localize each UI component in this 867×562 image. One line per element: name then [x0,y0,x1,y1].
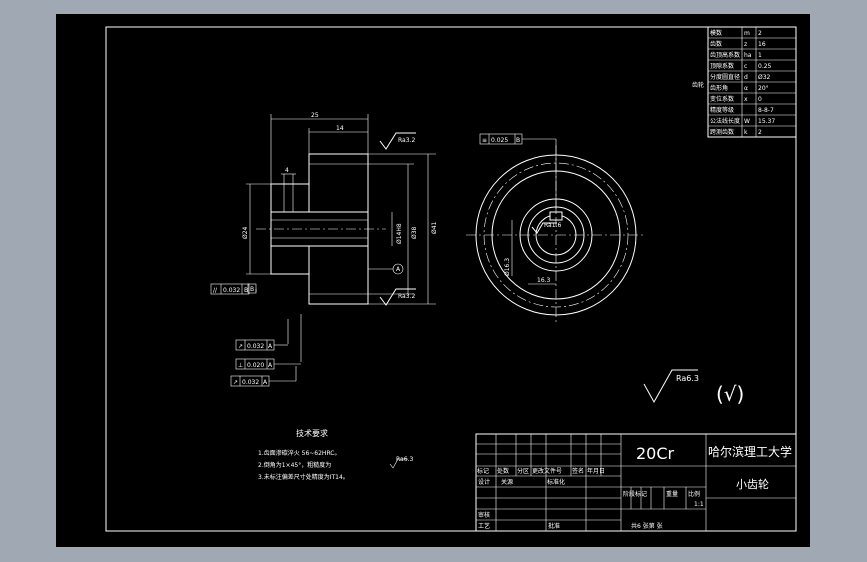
dim-bore-small: Ø16.3 [504,258,511,276]
drawing-canvas: 齿轮 25 14 Ø14H8 Ø38 Ø41 [105,26,797,532]
svg-text:⊥: ⊥ [238,362,243,369]
tech-title: 技术要求 [296,428,328,438]
gear-param-val: 2 [758,30,762,37]
svg-text:0.032: 0.032 [223,287,240,294]
section-view: 25 14 Ø14H8 Ø38 Ø41 Ø24 4 Ra3.2 Ra3.2 A [242,112,438,362]
gear-param-sym: x [744,96,748,103]
tb-school: 哈尔滨理工大学 [708,444,792,459]
gear-param-val: 1 [758,52,762,59]
rough-bottom: Ra3.2 [398,293,415,300]
gear-param-val: 8-8-7 [758,107,774,114]
title-block: 标记 处数 分区 更改文件号 签名 年月日 设计 关源 标准化 审核 工艺 批准… [475,433,797,532]
sym-tol-sym: ≡ [482,137,487,144]
tb-approve: 批准 [548,522,560,530]
gear-param-name: 精度等级 [710,106,734,114]
gear-param-sym: z [744,41,747,48]
dim-keyway-depth: 16.3 [537,277,551,284]
rev-h-3: 更改文件号 [532,467,562,475]
tb-standardize: 标准化 [547,478,565,486]
circular-view: ≡ 0.025 B Ø16.3 16.3 Ra1.6 [466,133,646,325]
rough-bore: Ra1.6 [544,222,561,229]
sym-tol-val: 0.025 [491,137,508,144]
dim-width-total: 25 [311,112,319,119]
tech-line-3: 3.未标注偏差尺寸处精度为IT14。 [258,473,349,481]
tb-process: 工艺 [478,522,490,530]
dim-root-dia: Ø38 [411,226,418,239]
svg-text:0.032: 0.032 [247,343,264,350]
inner-frame [105,26,797,532]
tech-line-1: 1.齿面渗碳淬火 56~62HRC。 [258,449,341,457]
tolerance-frame-runout-2: ⊥ 0.020 A [235,358,301,370]
tb-review: 审核 [478,511,490,519]
dim-keyway-w: 4 [285,167,289,174]
svg-text:↗: ↗ [238,343,243,350]
gear-param-name: 公法线长度 [710,117,740,125]
tb-weight: 重量 [666,490,678,498]
tb-material: 20Cr [636,444,675,463]
gear-param-name: 跨测齿数 [710,128,734,136]
gear-param-name: 齿数 [710,40,722,48]
tech-line-2: 2.倒角为1×45°，粗糙度为 [258,461,331,469]
datum-a-label: A [396,266,401,273]
dim-hub-dia: Ø24 [242,226,249,239]
tb-scale-val: 1:1 [694,501,704,508]
gear-parameter-table: 齿轮 [692,26,797,138]
tb-design-name: 关源 [501,478,513,486]
tb-part-name: 小齿轮 [736,477,769,491]
gear-param-val: 15.37 [758,118,775,125]
rev-h-5: 年月日 [587,467,605,475]
gear-param-sym: c [744,63,747,70]
drawing-sheet: 齿轮 25 14 Ø14H8 Ø38 Ø41 [56,14,810,547]
dim-tip-dia: Ø41 [431,221,438,234]
gear-param-name: 分度圆直径 [710,73,740,81]
rev-h-0: 标记 [477,467,489,475]
gear-param-val: 0.25 [758,63,772,70]
dim-bore: Ø14H8 [396,223,403,244]
tb-sheet-total: 共6 张第 张 [631,522,663,530]
tb-scale: 比例 [688,490,700,498]
gear-param-val: Ø32 [758,74,771,81]
gear-param-val: 2 [758,129,762,136]
rev-h-4: 签名 [572,467,584,475]
gear-param-val: 0 [758,96,762,103]
tolerance-frame-runout-1: ↗ 0.032 A [235,339,288,351]
gear-param-name: 齿形角 [710,84,728,92]
tb-design: 设计 [478,478,490,486]
svg-text://: // [213,287,218,294]
rev-h-1: 处数 [497,467,509,475]
tb-stage-mark: 阶段标记 [623,490,647,498]
gear-param-sym: W [744,118,750,125]
tech-rough-inline: Ra6.3 [396,456,413,463]
rough-top: Ra3.2 [398,137,415,144]
gear-param-sym: d [744,74,748,81]
gear-param-sym: ha [744,52,752,59]
roughness-paren: (√) [716,382,744,406]
svg-text:A: A [263,379,268,386]
gear-param-name: 变位系数 [710,95,734,103]
datum-b-label: B [250,286,254,293]
roughness-general: Ra6.3 [676,374,699,383]
svg-text:A: A [268,343,273,350]
svg-text:A: A [268,362,273,369]
gear-param-sym: α [744,85,748,92]
general-roughness: Ra6.3 (√) [643,369,744,406]
svg-text:0.020: 0.020 [247,362,264,369]
gear-param-sym: m [744,30,750,37]
gear-param-val: 16 [758,41,766,48]
gear-param-val: 20° [758,85,769,92]
svg-text:↗: ↗ [233,379,238,386]
svg-text:B: B [244,287,248,294]
svg-text:0.032: 0.032 [242,379,259,386]
gear-param-sym: k [744,129,748,136]
gear-params-label: 齿轮 [692,81,704,89]
rev-h-2: 分区 [517,467,529,475]
tolerance-frame-runout-3: ↗ 0.032 A [230,366,297,387]
dim-width-teeth: 14 [336,125,344,132]
tech-requirements: 技术要求 1.齿面渗碳淬火 56~62HRC。 2.倒角为1×45°，粗糙度为 … [258,428,413,481]
gear-param-name: 齿顶高系数 [710,51,740,59]
gear-param-name: 模数 [710,29,722,37]
tolerance-frame-parallel: // 0.032 B [210,283,250,295]
sym-tol-ref: B [516,137,520,144]
gear-param-name: 顶隙系数 [710,62,734,70]
